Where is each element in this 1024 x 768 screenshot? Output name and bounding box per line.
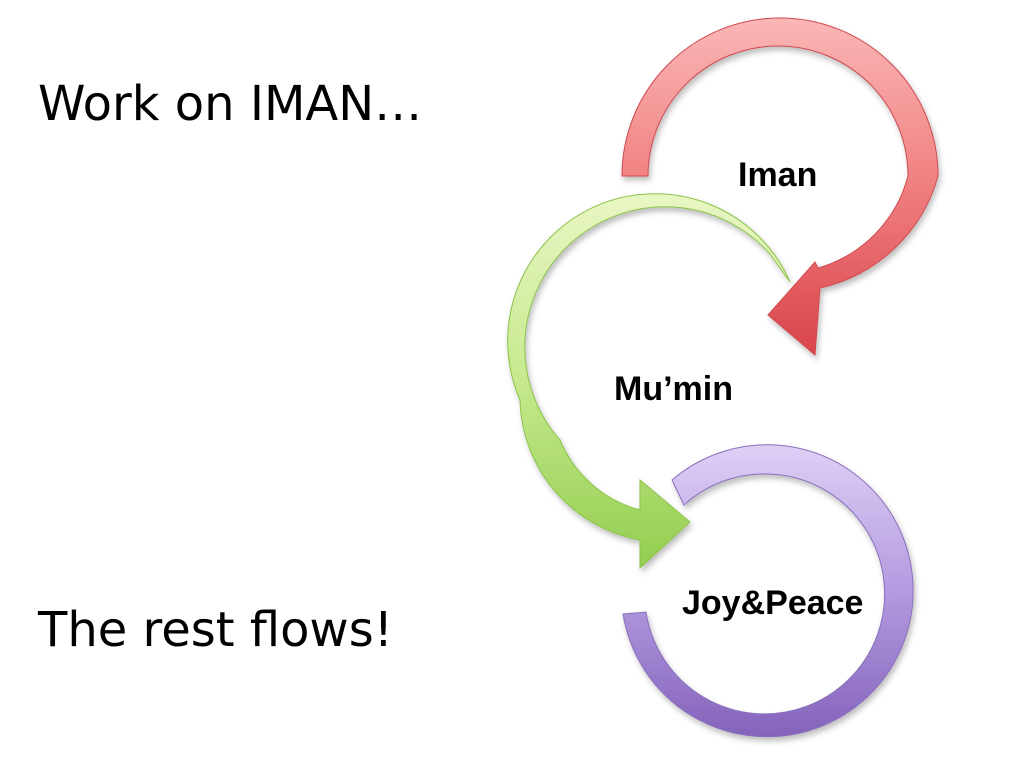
slide-footline: The rest flows! [38, 602, 393, 658]
joy-peace-arrow [622, 444, 914, 738]
slide-headline: Work on IMAN… [38, 76, 423, 132]
node-label-joy-peace: Joy&Peace [682, 584, 863, 622]
node-label-iman: Iman [738, 156, 817, 194]
node-label-mumin: Mu’min [614, 370, 733, 408]
mumin-arrow [507, 193, 791, 570]
iman-arrow [621, 17, 939, 357]
